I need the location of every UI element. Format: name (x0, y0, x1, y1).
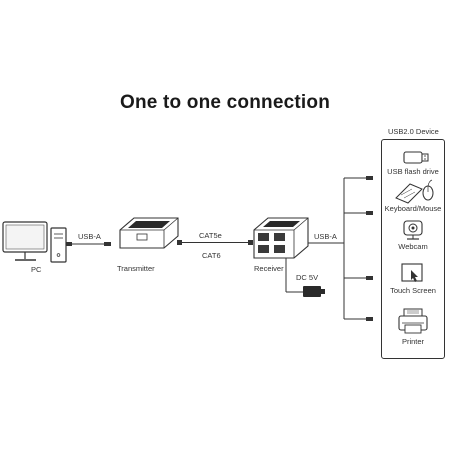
usb-bus-receiver-devices (308, 176, 373, 321)
cat6-label: CAT6 (202, 251, 221, 260)
device-label-usb-flash-drive: USB flash drive (387, 167, 439, 176)
diagram-title: One to one connection (119, 92, 331, 113)
usb-cable-pc-transmitter (66, 242, 111, 246)
printer-icon (398, 308, 428, 334)
touch-screen-icon (401, 263, 423, 282)
device-label-printer: Printer (401, 337, 425, 346)
device-label-webcam: Webcam (398, 242, 428, 251)
usb-flash-drive-icon (403, 151, 429, 164)
dc-power-cable (285, 258, 325, 297)
devices-icons (395, 151, 434, 334)
receiver-device (253, 217, 309, 259)
pc-label: PC (31, 265, 42, 274)
pc-icon (2, 221, 67, 263)
device-label-touch-screen: Touch Screen (390, 286, 436, 295)
keyboard-mouse-icon (395, 179, 434, 204)
transmitter-label: Transmitter (117, 264, 155, 273)
device-label-keyboard-mouse: Keyboard/Mouse (384, 204, 442, 213)
dc-5v-label: DC 5V (296, 273, 319, 282)
devices-panel-header: USB2.0 Device (388, 127, 439, 136)
usb-a-label-right: USB-A (314, 232, 337, 241)
receiver-label: Receiver (254, 264, 284, 273)
cat5e-label: CAT5e (199, 231, 222, 240)
usb-a-label-left: USB-A (78, 232, 101, 241)
webcam-icon (403, 220, 423, 240)
usb-devices-panel: USB flash drive Keyboard/Mouse Webcam To… (381, 139, 445, 359)
cat-cable (177, 240, 253, 245)
transmitter-device (119, 217, 179, 249)
